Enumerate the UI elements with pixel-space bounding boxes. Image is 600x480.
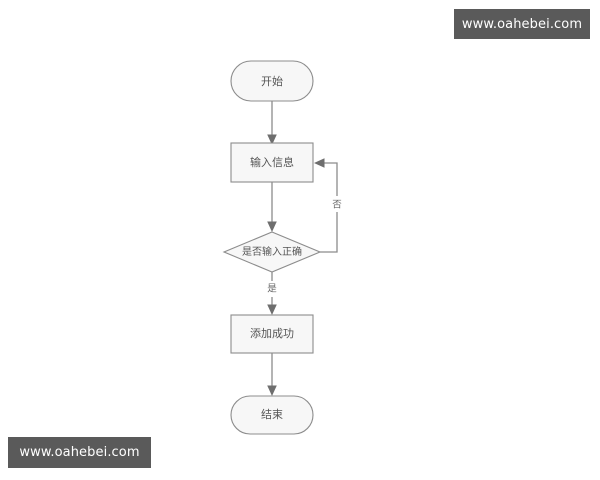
flow-node-input[interactable]: 输入信息 (230, 142, 314, 183)
end-node-label: 结束 (261, 408, 283, 421)
input-node-shape (230, 142, 314, 183)
watermark-bottom-left: www.oahebei.com (8, 437, 151, 468)
success-node-label: 添加成功 (250, 326, 294, 340)
arrowhead-icon (267, 134, 277, 145)
decision-node-shape (222, 231, 322, 273)
edge-label-yes: 是 (267, 284, 277, 295)
flow-node-end[interactable]: 结束 (230, 395, 314, 435)
start-node-shape (230, 60, 314, 102)
flow-node-success[interactable]: 添加成功 (230, 314, 314, 354)
flow-node-decision[interactable]: 是否输入正确 (222, 231, 322, 273)
edge-label-backdrop (265, 281, 279, 297)
arrowhead-icon (267, 304, 277, 315)
decision-node-label: 是否输入正确 (242, 245, 302, 258)
arrowhead-icon (267, 221, 277, 232)
flow-node-start[interactable]: 开始 (230, 60, 314, 102)
success-node-shape (230, 314, 314, 354)
edge-success-to-end (267, 353, 277, 396)
arrowhead-icon (314, 158, 325, 168)
edge-input-to-decision (267, 182, 277, 232)
edge-label-backdrop (330, 196, 344, 212)
edge-label-no: 否 (332, 200, 342, 211)
edge-decision-to-success: 是 (265, 272, 279, 315)
input-node-label: 输入信息 (250, 155, 294, 169)
arrowhead-icon (267, 385, 277, 396)
edge-decision-to-input: 否 (314, 158, 344, 253)
watermark-top-right: www.oahebei.com (454, 9, 590, 39)
start-node-label: 开始 (261, 74, 283, 88)
edge-start-to-input (267, 101, 277, 145)
end-node-shape (230, 395, 314, 435)
